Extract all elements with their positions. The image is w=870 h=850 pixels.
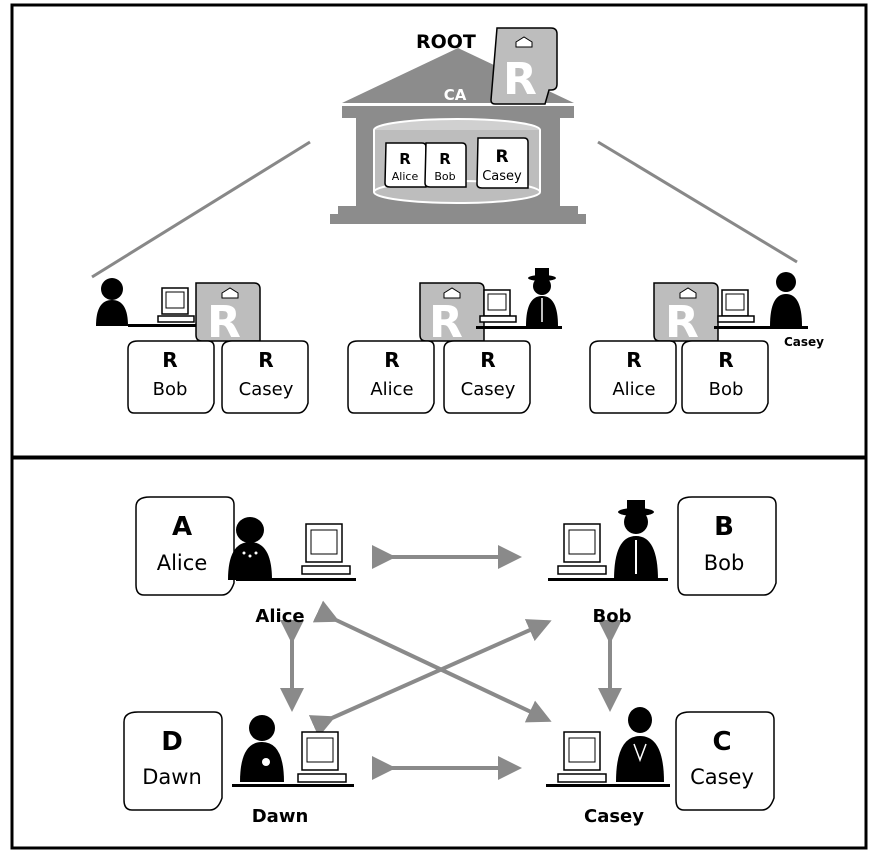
certificate-scroll: R Bob	[127, 340, 215, 414]
computer-icon	[128, 287, 198, 327]
svg-text:Alice: Alice	[157, 551, 208, 575]
svg-text:D: D	[161, 727, 183, 757]
peer-name-label: Alice	[255, 606, 304, 627]
ca-label: CA	[444, 86, 467, 104]
woman-icon	[770, 272, 802, 326]
svg-text:R: R	[384, 348, 399, 372]
peer-dawn: D Dawn Dawn	[123, 711, 354, 827]
user-name-label: Casey	[784, 335, 824, 349]
svg-text:A: A	[172, 512, 192, 542]
computer-icon	[232, 731, 354, 787]
root-certificate-small: R	[653, 282, 719, 348]
svg-text:Alice: Alice	[392, 170, 419, 183]
certificate-scroll: R Bob	[681, 340, 769, 414]
svg-text:Casey: Casey	[690, 765, 754, 789]
svg-text:Bob: Bob	[709, 379, 744, 400]
certificate-scroll: R Casey	[443, 340, 531, 414]
vault-cert-casey: R Casey	[476, 137, 529, 189]
svg-text:R: R	[480, 348, 495, 372]
computer-icon	[714, 289, 808, 329]
peer-name-label: Dawn	[252, 806, 309, 827]
computer-icon	[476, 289, 562, 329]
computer-icon	[546, 731, 670, 787]
man-with-hat-icon	[614, 500, 658, 580]
svg-text:Alice: Alice	[612, 379, 655, 400]
bottom-panel: A Alice Alice	[123, 496, 777, 827]
trust-arrows	[280, 545, 622, 780]
root-certificate-small: R	[195, 282, 261, 348]
top-panel: CA R Alice R Bob R Casey ROOT R	[91, 27, 824, 414]
svg-text:R: R	[207, 297, 241, 348]
svg-text:R: R	[665, 297, 699, 348]
man-with-hat-icon	[526, 268, 558, 326]
svg-text:C: C	[712, 727, 731, 757]
woman-icon	[616, 707, 664, 782]
root-certificate-small: R	[419, 282, 485, 348]
woman-icon	[228, 517, 272, 580]
root-label: ROOT	[416, 31, 476, 53]
peer-alice: A Alice Alice	[135, 496, 356, 627]
certificate-scroll: B Bob	[677, 496, 777, 596]
svg-text:Bob: Bob	[704, 551, 745, 575]
svg-text:R: R	[162, 348, 177, 372]
svg-text:R: R	[439, 150, 451, 168]
peer-name-label: Bob	[593, 606, 632, 627]
arrow-dawn-bob	[308, 619, 552, 738]
bottom-panel-frame	[10, 456, 868, 850]
computer-icon	[236, 523, 356, 581]
svg-text:R: R	[258, 348, 273, 372]
peer-casey: C Casey Casey	[546, 707, 775, 827]
computer-icon	[548, 523, 668, 581]
certificate-scroll: D Dawn	[123, 711, 223, 811]
svg-text:Bob: Bob	[153, 379, 188, 400]
svg-text:Alice: Alice	[370, 379, 413, 400]
ca-link-left	[91, 140, 311, 279]
svg-text:Casey: Casey	[482, 169, 522, 184]
certificate-scroll: A Alice	[135, 496, 235, 596]
vault-cert-alice: R Alice	[384, 142, 427, 188]
user-woman-left: R R Bob R Casey	[96, 278, 309, 414]
svg-text:R: R	[626, 348, 641, 372]
svg-text:Dawn: Dawn	[142, 765, 202, 789]
certificate-scroll: R Casey	[221, 340, 309, 414]
certificate-scroll: R Alice	[589, 340, 677, 414]
svg-text:Casey: Casey	[239, 379, 294, 400]
svg-text:R: R	[495, 147, 508, 167]
svg-text:R: R	[429, 297, 463, 348]
certificate-scroll: R Alice	[347, 340, 435, 414]
svg-text:Casey: Casey	[461, 379, 516, 400]
svg-text:B: B	[714, 512, 734, 542]
user-casey-right: R Casey R Alice	[589, 272, 824, 414]
svg-text:Bob: Bob	[434, 170, 455, 183]
svg-text:R: R	[399, 150, 411, 168]
svg-text:R: R	[718, 348, 733, 372]
root-certificate: R	[490, 27, 558, 105]
certificate-scroll: C Casey	[675, 711, 775, 811]
vault-cert-bob: R Bob	[424, 142, 467, 188]
peer-name-label: Casey	[584, 806, 644, 827]
ca-link-right	[597, 140, 798, 264]
svg-text:R: R	[503, 54, 537, 105]
peer-bob: B Bob Bob	[548, 496, 777, 627]
woman-icon	[101, 278, 123, 300]
user-man-middle: R R Alice	[347, 268, 562, 414]
woman-icon	[240, 715, 284, 782]
